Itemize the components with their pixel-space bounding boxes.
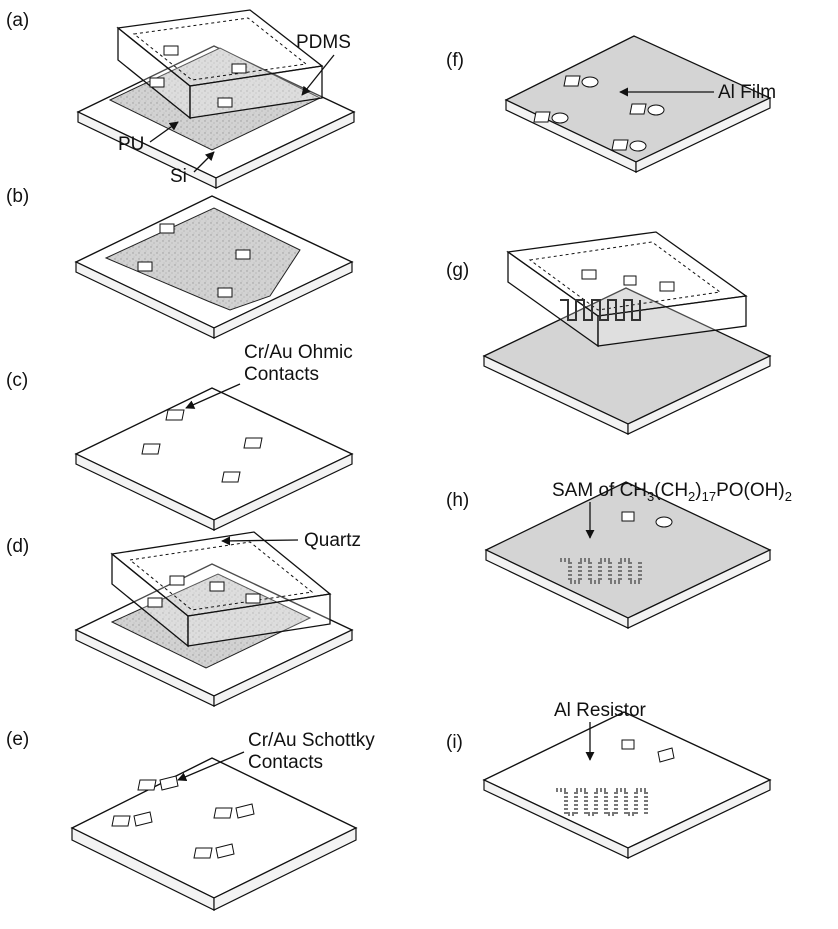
ohmic-contact [166, 410, 184, 420]
panel-label-a: (a) [6, 10, 29, 31]
panel-label-e: (e) [6, 729, 29, 750]
label-ohmic-2: Contacts [244, 364, 319, 385]
panel-d: (d) Quartz [6, 530, 361, 706]
panel-h: (h) SAM of CH3(CH2)17PO(OH)2 [446, 480, 792, 628]
panel-label-d: (d) [6, 536, 29, 557]
panel-label-h: (h) [446, 490, 469, 511]
label-schottky-2: Contacts [248, 752, 323, 773]
panel-c: (c) Cr/Au Ohmic Contacts [6, 342, 353, 530]
label-schottky-1: Cr/Au Schottky [248, 730, 375, 751]
label-al-film: Al Film [718, 82, 776, 103]
label-quartz: Quartz [304, 530, 361, 551]
sam-resistor-region [560, 560, 640, 582]
ohmic-contact [244, 438, 262, 448]
panel-f: (f) Al Film [446, 36, 776, 172]
substrate-c [76, 388, 352, 520]
label-sam: SAM of CH3(CH2)17PO(OH)2 [552, 480, 792, 504]
panel-label-c: (c) [6, 370, 28, 391]
panel-i: (i) Al Resistor [446, 700, 770, 858]
panel-g: (g) [446, 232, 770, 434]
label-si: Si [170, 166, 187, 187]
panel-e: (e) Cr/Au Schottky Contacts [6, 729, 375, 910]
panel-label-i: (i) [446, 732, 463, 753]
substrate-e [72, 758, 356, 898]
label-pu: PU [118, 134, 144, 155]
panel-label-g: (g) [446, 260, 469, 281]
label-ohmic-1: Cr/Au Ohmic [244, 342, 353, 363]
sam-substrate [486, 482, 770, 618]
panel-a: (a) PDMS PU Si [6, 10, 354, 188]
label-al-resistor: Al Resistor [554, 700, 647, 721]
panel-label-b: (b) [6, 186, 29, 207]
ohmic-contact [142, 444, 160, 454]
panel-label-f: (f) [446, 50, 464, 71]
panel-b: (b) [6, 186, 352, 338]
label-pdms: PDMS [296, 32, 351, 53]
ohmic-contact [222, 472, 240, 482]
substrate-i [484, 712, 770, 848]
